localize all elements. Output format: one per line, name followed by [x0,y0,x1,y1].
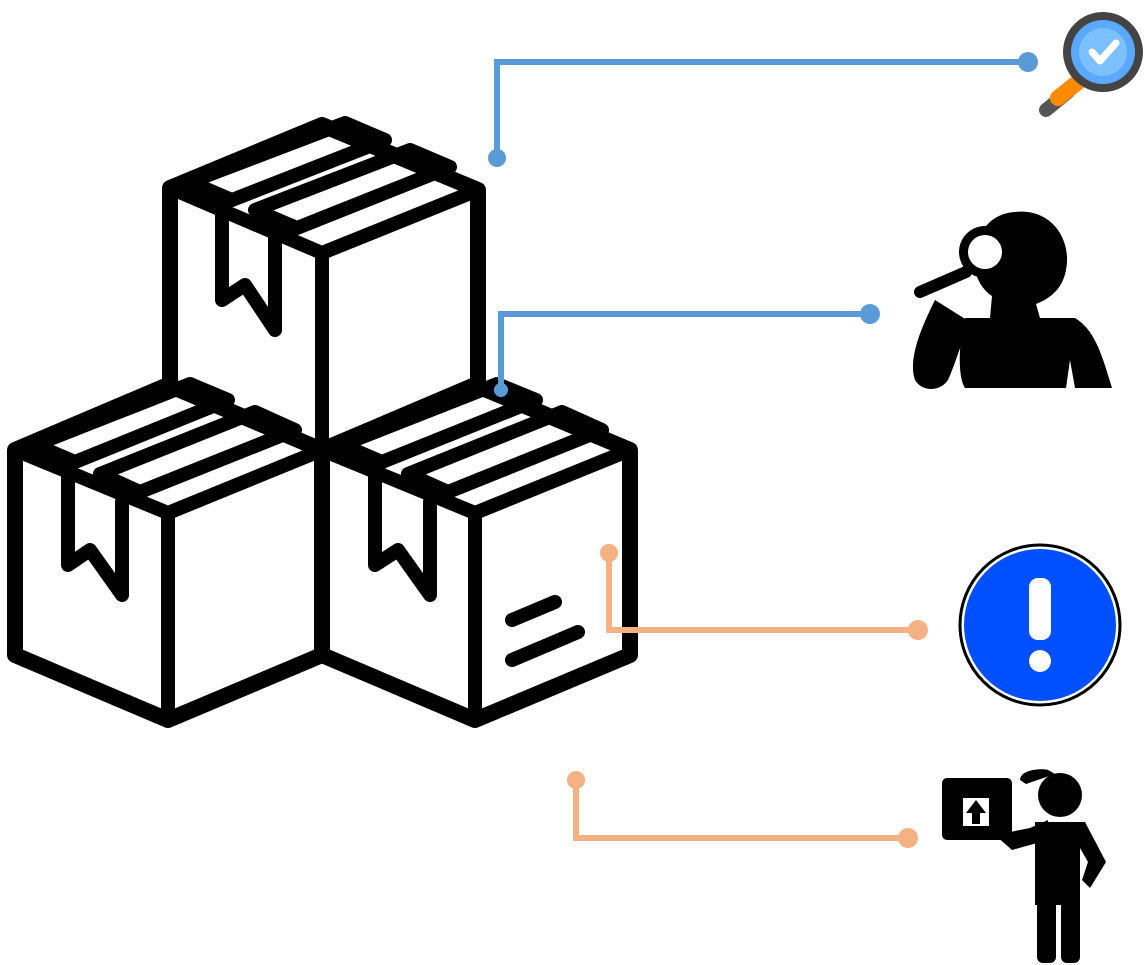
connector-quality-check [488,52,1038,167]
delivery-person-icon [942,769,1106,963]
connector-dot [860,304,880,324]
connector-dot [1018,52,1038,72]
exclamation-icon [958,543,1122,707]
stacked-boxes-icon [7,116,638,728]
connector-alert [600,544,928,640]
connector-dot [488,149,506,167]
bottom-left-box [7,377,330,728]
connector-dot [898,828,918,848]
connector-inspection [494,304,880,397]
bottom-right-box [314,377,638,728]
connector-dot [494,383,508,397]
connector-delivery [567,771,918,848]
magnifier-check-icon [1039,12,1143,117]
connector-dot [600,544,618,562]
connector-dot [567,771,585,789]
person-magnifier-icon [912,211,1112,389]
connector-dot [908,620,928,640]
